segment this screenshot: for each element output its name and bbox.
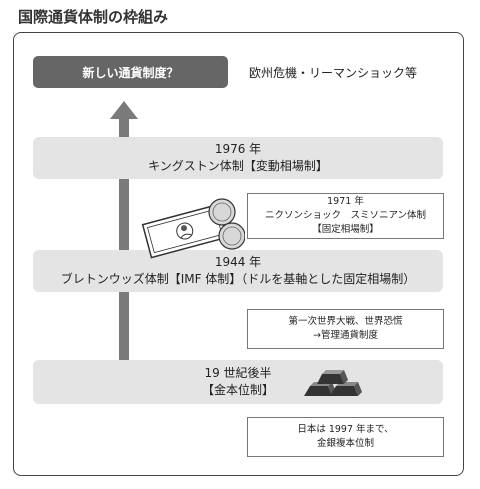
ww1-depression-note: 第一次世界大戦、世界恐慌 →管理通貨制度 xyxy=(247,309,444,349)
note-year-1971: 1971 年 xyxy=(327,196,364,207)
europe-crisis-note: 欧州危機・リーマンショック等 xyxy=(249,66,418,80)
japan-bimetallism-note: 日本は 1997 年まで、 金銀複本位制 xyxy=(247,417,444,457)
new-currency-system-box: 新しい通貨制度？ xyxy=(33,56,228,88)
note-regime-1971: 【固定相場制】 xyxy=(312,224,379,235)
band-desc-1944: ブレトンウッズ体制【IMF 体制】（ドルを基軸とした固定相場制） xyxy=(60,272,416,286)
new-currency-system-label: 新しい通貨制度？ xyxy=(82,65,179,80)
diagram-frame xyxy=(13,32,464,476)
nixon-shock-note: 1971 年 ニクソンショック スミソニアン体制 【固定相場制】 xyxy=(247,193,444,239)
note-desc-1971: ニクソンショック スミソニアン体制 xyxy=(264,210,427,221)
band-year-19c: 19 世紀後半 xyxy=(204,366,272,380)
note-1997-line2: 金銀複本位制 xyxy=(316,438,374,449)
note-ww1-line2: →管理通貨制度 xyxy=(313,330,378,341)
gold-standard-band: 19 世紀後半 【金本位制】 xyxy=(33,360,443,404)
band-year-1976: 1976 年 xyxy=(214,142,262,156)
note-ww1-line1: 第一次世界大戦、世界恐慌 xyxy=(288,316,403,327)
kingston-system-band: 1976 年 キングストン体制【変動相場制】 xyxy=(33,137,443,179)
band-year-1944: 1944 年 xyxy=(214,255,262,269)
page-title: 国際通貨体制の枠組み xyxy=(18,8,169,26)
band-desc-19c: 【金本位制】 xyxy=(201,383,274,397)
timeline-arrow-shaft xyxy=(119,118,129,363)
banknote-and-coins-icon xyxy=(141,198,245,259)
timeline-arrow-head xyxy=(110,101,138,119)
gold-bars-icon xyxy=(304,370,362,396)
bretton-woods-band: 1944 年 ブレトンウッズ体制【IMF 体制】（ドルを基軸とした固定相場制） xyxy=(33,250,443,292)
note-1997-line1: 日本は 1997 年まで、 xyxy=(297,424,394,435)
band-desc-1976: キングストン体制【変動相場制】 xyxy=(148,159,328,173)
